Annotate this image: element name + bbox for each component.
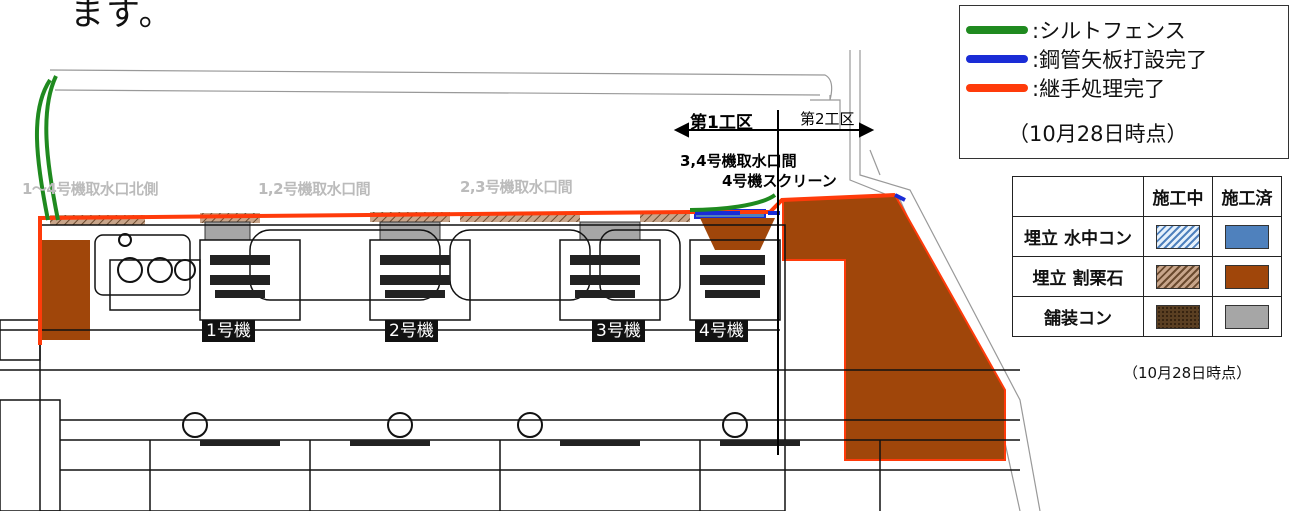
harbour-outline [49,50,1041,511]
legend-date: （10月28日時点） [1008,122,1188,146]
unit-label-3: 3号機 [592,320,645,342]
silt-fence-lines [34,75,777,221]
legend-swatch-blue [966,55,1028,63]
status-table-header-row: 施工中 施工済 [1012,176,1282,217]
area-label-intake-north: 1～4号機取水口北側 [22,180,158,198]
status-row-label: 舗装コン [1012,296,1144,337]
legend-swatch-red [966,84,1028,92]
zone-arrows [673,122,875,138]
plant-equipment [200,255,800,446]
fill-area-east [782,193,1006,461]
status-table-row: 埋立 水中コン [1012,216,1282,257]
status-row-label: 埋立 割栗石 [1012,256,1144,297]
fill-area-intake [700,218,775,250]
legend-label: :鋼管矢板打設完了 [1032,48,1208,72]
status-table-header: 施工中 [1143,176,1213,217]
tanks [117,233,748,438]
zone2-label: 第2工区 [800,110,855,128]
status-swatch-done [1212,256,1282,297]
fill-area-west [40,240,90,340]
area-label-screen4: 4号機スクリーン [722,172,837,190]
status-table-row: 埋立 割栗石 [1012,256,1282,297]
area-label-intake-12: 1,2号機取水口間 [258,180,371,198]
status-swatch-in-progress [1143,296,1213,337]
area-label-intake-34: 3,4号機取水口間 [680,152,797,170]
area-label-intake-23: 2,3号機取水口間 [460,178,573,196]
line-legend: :シルトフェンス :鋼管矢板打設完了 :継手処理完了 [959,5,1289,159]
zone1-label: 第1工区 [690,113,753,133]
unit-label-2: 2号機 [385,320,438,342]
status-row-label: 埋立 水中コン [1012,216,1144,257]
status-table-row: 舗装コン [1012,296,1282,337]
status-swatch-in-progress [1143,216,1213,257]
status-table: 施工中 施工済 埋立 水中コン 埋立 割栗石 舗装コン [1012,176,1282,337]
status-swatch-done [1212,296,1282,337]
status-swatch-in-progress [1143,256,1213,297]
status-table-note: （10月28日時点） [1123,364,1252,382]
legend-swatch-green [966,26,1028,34]
legend-label: :継手処理完了 [1032,77,1166,101]
legend-label: :シルトフェンス [1032,19,1186,43]
legend-item-pile-done: :鋼管矢板打設完了 [966,44,1207,74]
unit-label-1: 1号機 [202,320,255,342]
legend-item-silt-fence: :シルトフェンス [966,15,1186,45]
status-table-header: 施工済 [1212,176,1282,217]
status-swatch-done [1212,216,1282,257]
unit-label-4: 4号機 [695,320,748,342]
legend-item-joint-done: :継手処理完了 [966,73,1165,103]
header-text: ます。 [70,0,175,34]
status-table-corner [1012,176,1144,217]
